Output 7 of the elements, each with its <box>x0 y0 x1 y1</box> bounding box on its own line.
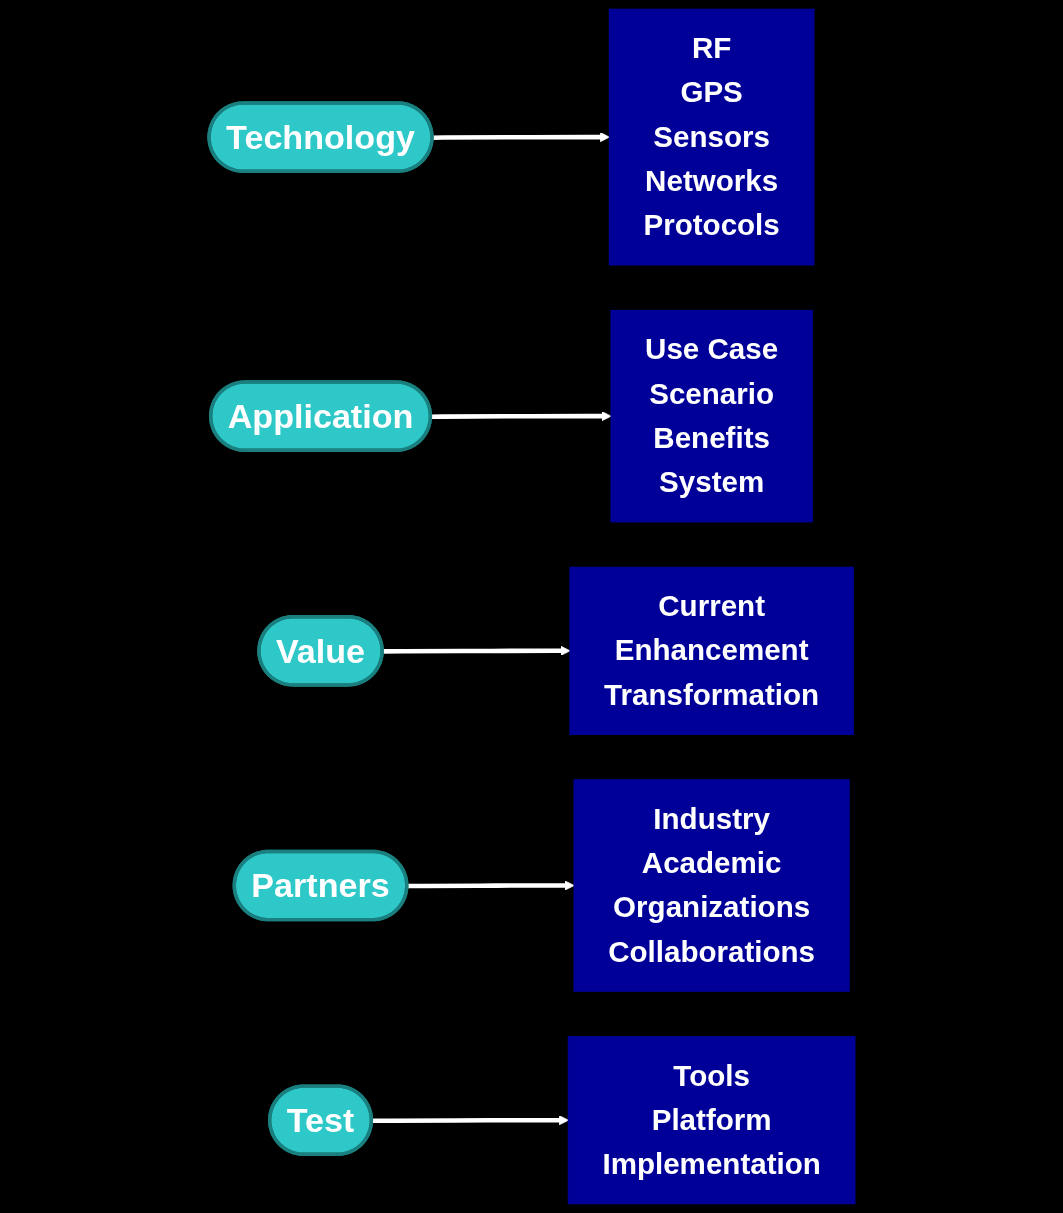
node-box: RF GPS Sensors Networks Protocols <box>608 8 814 266</box>
node-box: Industry Academic Organizations Collaborations <box>573 779 850 992</box>
node-box: Current Enhancement Transformation <box>568 566 854 735</box>
node-box: Tools Platform Implementation <box>567 1036 855 1205</box>
arrow <box>430 411 611 422</box>
arrow <box>382 645 570 656</box>
node-box: Use Case Scenario Benefits System <box>609 309 813 523</box>
